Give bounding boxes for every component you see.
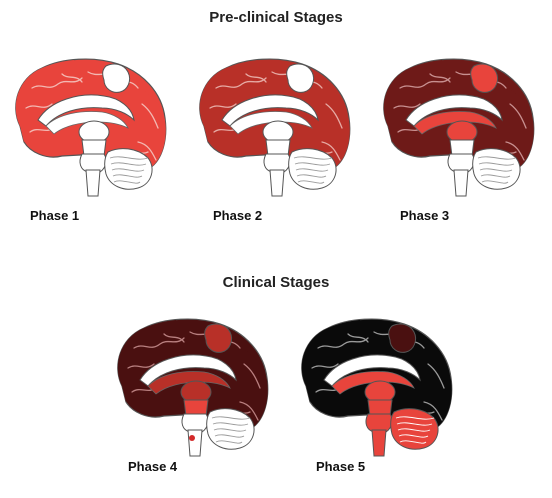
gyrus-line [311, 363, 339, 369]
gyrus-line [141, 103, 159, 129]
cerebellum-folia [109, 156, 149, 160]
cerebellum-folia [293, 156, 333, 160]
frontal-lobe [117, 320, 176, 402]
gyrus-line [321, 141, 341, 161]
phase-5-label: Phase 5 [316, 459, 366, 474]
corpus-callosum [139, 354, 237, 387]
precuneus [102, 63, 131, 93]
gyrus-line [427, 363, 445, 389]
posterior-cortex [114, 78, 166, 172]
brain-phase-4 [117, 318, 269, 457]
gyrus-line [245, 73, 267, 83]
brain-phase-5 [301, 318, 453, 457]
gyrus-line [25, 103, 53, 109]
precuneus [388, 323, 417, 353]
gyrus-line [61, 73, 83, 83]
cerebellum-folia [212, 422, 249, 426]
pons [181, 413, 209, 433]
basal-region [331, 371, 415, 395]
frontal-lobe [301, 320, 360, 402]
cerebellum-folia [296, 174, 327, 178]
corpus-callosum [37, 94, 135, 127]
cerebellum-folia [113, 180, 141, 184]
cerebellum-folia [110, 162, 147, 166]
gyrus-line [31, 77, 83, 89]
cerebellum-folia [399, 440, 427, 444]
gyrus-line [423, 401, 443, 421]
gyrus-line [399, 77, 451, 89]
gyrus-line [393, 103, 421, 109]
phase-3-label: Phase 3 [400, 208, 450, 223]
medulla [85, 169, 101, 197]
posterior-cortex [298, 78, 350, 172]
phase-1-label: Phase 1 [30, 208, 80, 223]
brain-phase-2 [199, 58, 351, 197]
basal-region [45, 111, 129, 135]
cerebellum-folia [294, 162, 331, 166]
clinical-heading: Clinical Stages [222, 274, 330, 291]
precuneus [204, 323, 233, 353]
pons [447, 153, 475, 173]
frontal-lobe [15, 60, 74, 142]
gyrus-line [137, 141, 157, 161]
posterior-cortex [400, 338, 452, 432]
gyrus-line [429, 73, 451, 83]
gyrus-line [325, 103, 343, 129]
pons [365, 413, 393, 433]
gyrus-line [509, 103, 527, 129]
cerebellum-folia [397, 428, 431, 432]
frontal-lobe [199, 60, 258, 142]
medulla [371, 429, 387, 457]
basal-region [413, 111, 497, 135]
brain-phase-1 [15, 58, 167, 197]
frontal-lobe [383, 60, 442, 142]
gyrus-line [209, 103, 237, 109]
basal-region [147, 371, 231, 395]
gyrus-line [243, 363, 261, 389]
cerebellum-folia [297, 180, 325, 184]
gyrus-line [127, 363, 155, 369]
corpus-callosum [221, 94, 319, 127]
cerebellum-folia [395, 416, 435, 420]
cerebellum-folia [214, 434, 245, 438]
medulla [187, 429, 203, 457]
cerebellum-folia [396, 422, 433, 426]
cerebellum-folia [480, 174, 511, 178]
corpus-callosum [323, 354, 421, 387]
precuneus [286, 63, 315, 93]
cerebellum-folia [213, 428, 247, 432]
gyrus-line [239, 401, 259, 421]
preclinical-heading: Pre-clinical Stages [209, 9, 343, 26]
cerebellum-folia [478, 162, 515, 166]
gyrus-line [163, 333, 185, 343]
gyrus-line [347, 333, 369, 343]
pons [79, 153, 107, 173]
basal-region [229, 111, 313, 135]
phase-4-label: Phase 4 [128, 459, 178, 474]
cerebellum-folia [215, 440, 243, 444]
pons [263, 153, 291, 173]
cerebellum-folia [295, 168, 329, 172]
cerebellum-folia [481, 180, 509, 184]
cerebellum-folia [112, 174, 143, 178]
gyrus-line [317, 337, 369, 349]
gyrus-line [505, 141, 525, 161]
cerebellum-folia [477, 156, 517, 160]
cerebellum-folia [479, 168, 513, 172]
gyrus-line [133, 337, 185, 349]
cerebellum-folia [398, 434, 429, 438]
corpus-callosum [405, 94, 503, 127]
phase-2-label: Phase 2 [213, 208, 263, 223]
brain-phase-3 [383, 58, 535, 197]
gyrus-line [215, 77, 267, 89]
cerebellum-folia [211, 416, 251, 420]
medulla [453, 169, 469, 197]
brainstem-spot [189, 435, 195, 441]
posterior-cortex [216, 338, 268, 432]
medulla [269, 169, 285, 197]
posterior-cortex [482, 78, 534, 172]
cerebellum-folia [111, 168, 145, 172]
precuneus [470, 63, 499, 93]
